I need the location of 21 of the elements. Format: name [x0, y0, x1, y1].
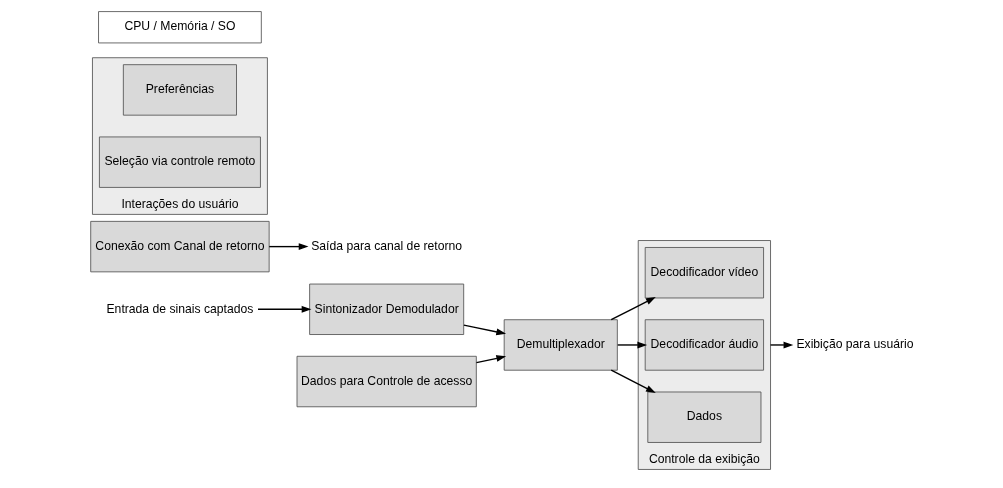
node-box: Sintonizador Demodulador [308, 283, 464, 335]
node-box: CPU / Memória / SO [97, 11, 262, 44]
node-box: Preferências [122, 64, 237, 116]
node-box: Demultiplexador [503, 319, 618, 371]
node-box: Dados para Controle de acesso [296, 355, 477, 408]
arrow [475, 355, 506, 364]
node-text: Entrada de sinais captados [106, 301, 253, 316]
arrow [462, 324, 506, 336]
node-box: Decodificador áudio [644, 319, 764, 371]
node-text: Saída para canal de retorno [310, 238, 462, 253]
arrow [268, 243, 308, 251]
node-box: Conexão com Canal de retorno [89, 220, 270, 273]
arrow [610, 297, 656, 321]
arrow [616, 341, 647, 349]
arrow [769, 341, 793, 349]
node-box: Seleção via controle remoto [98, 136, 261, 188]
node-text: Exibição para usuário [795, 337, 914, 352]
node-box: Dados [646, 391, 761, 443]
node-box: Decodificador vídeo [644, 247, 764, 299]
arrow [610, 369, 656, 393]
arrow [256, 305, 311, 313]
